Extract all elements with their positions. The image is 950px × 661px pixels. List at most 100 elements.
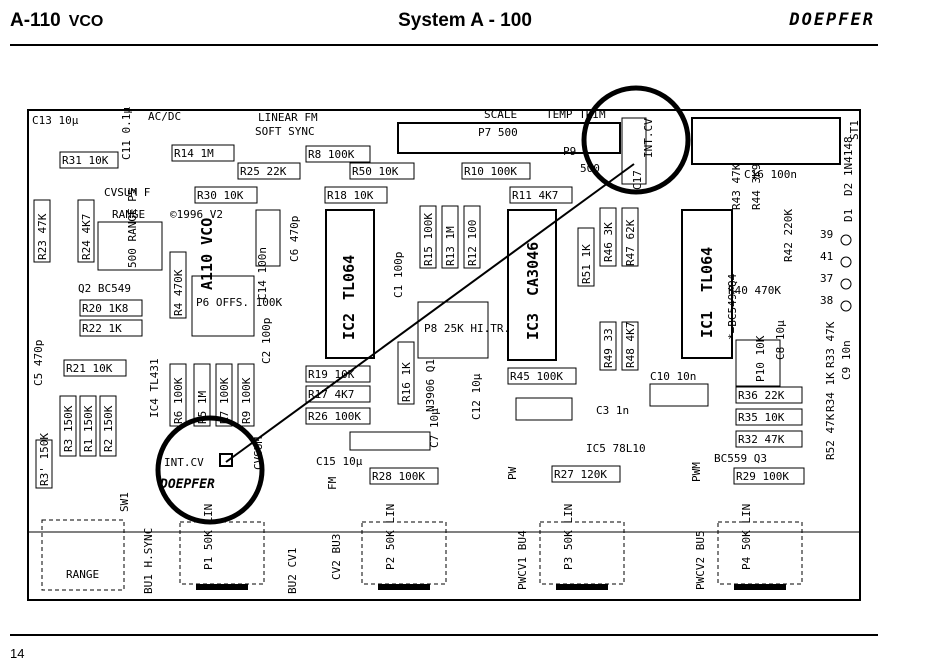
system-title: System A - 100 [398,10,532,31]
resistor-r30: R30 10K [197,189,244,202]
resistor-r49: R49 33 [602,328,615,368]
resistor-r8: R8 100K [308,148,355,161]
ic1-label: IC1 [698,311,716,338]
bottom-pots: P1 50K LIN P2 50K LIN P3 50K LIN P4 50K … [179,504,803,590]
capacitor-c1: C1 100p [392,252,405,298]
capacitor-c15: C15 10µ [316,455,363,468]
module-type: VCO [68,13,104,30]
module-name: A-110 [10,10,61,31]
resistor-r7: R7 100K [218,377,231,424]
resistor-r12: R12 100 [466,220,479,266]
ic1-part: TL064 [698,247,716,292]
pot-p8 [417,301,489,359]
resistor-r19: R19 10K [308,368,355,381]
range-switch-label: RANGE [66,568,99,581]
label-p8: P8 25K HI.TR. [424,322,510,335]
resistor-r5: R5 1M [196,391,209,424]
ic2-body [325,209,375,359]
pot-p3: P3 50K LIN [562,504,575,570]
resistor-r21: R21 10K [66,362,113,375]
resistor-r33: R33 47K [824,321,837,368]
label-pw: PW [506,466,519,480]
resistor-r27: R27 120K [554,468,607,481]
capacitor-c10: C10 10n [650,370,696,383]
resistor-r52: R52 47K [824,413,837,460]
footer-rule [10,634,878,636]
brand-logo: DOEPFER [789,10,875,30]
jack-bu3: CV2 BU3 [330,534,343,580]
label-copyright: ©1996 V2 [170,208,223,221]
resistor-r48: R48 4K7 [624,322,637,368]
callout-circle-bottom [155,415,265,525]
capacitor-c5: C5 470p [32,340,45,386]
pad-41: 41 [820,250,833,263]
capacitor-group: C11 0.1µ C6 470p C14 100n C2 100p C1 100… [32,107,853,468]
jack-bu5: PWCV2 BU5 [694,530,707,590]
capacitor-c12: C12 10µ [470,373,483,420]
resistor-r15: R15 100K [422,213,435,266]
label-cvsum-f: CVSUM F [104,186,150,199]
resistor-group: R31 10K R14 1M R8 100K R25 22K R50 10K R… [33,144,837,489]
connector-st1 [691,117,841,165]
pot-p6 [191,275,255,337]
ic3-part: CA3046 [524,242,542,296]
ic1-body [681,209,733,359]
label-sw1: SW1 [118,492,131,512]
pad-39: 39 [820,228,833,241]
resistor-r13: R13 1M [444,226,457,266]
resistor-r20: R20 1K8 [82,302,128,315]
capacitor-c3: C3 1n [596,404,629,417]
ic3-label: IC3 [524,313,542,340]
label-p6: P6 OFFS. 100K [196,296,282,309]
ic2-part: TL064 [340,255,358,300]
pot-p1: P1 50K LIN [202,504,215,570]
label-linear-fm: LINEAR FM [258,111,318,124]
resistor-r44: R44 3K9 [750,164,763,210]
label-st1: ST1 [848,120,861,140]
label-soft-sync: SOFT SYNC [255,125,315,138]
label-c17: C17 [631,170,644,190]
pot-p5 [97,221,163,271]
label-range: RANGE [112,208,145,221]
range-switch [41,519,125,591]
module-title: A-110 VCO [10,10,103,32]
callout-brand: DOEPFER [159,477,215,492]
resistor-r47: R47 62K [624,219,637,266]
callout-int-cv: INT.CV [164,456,204,469]
label-p9: P9 [563,145,576,158]
label-a110-vco: A110 VCO [198,218,216,290]
resistor-r3: R3 150K [62,405,75,452]
resistor-r10: R10 100K [464,165,517,178]
resistor-r28: R28 100K [372,470,425,483]
resistor-r36: R36 22K [738,389,785,402]
ic2-label: IC2 [340,313,358,340]
resistor-r14: R14 1M [174,147,214,160]
label-scale: SCALE [484,108,517,121]
label-c13: C13 10µ [32,114,79,127]
callout-line [225,163,635,463]
pot-p10 [735,339,781,387]
label-d2: D2 1N4148 [842,136,855,196]
resistor-r9: R9 100K [240,377,253,424]
ic4-label: IC4 TL431 [148,358,161,418]
resistor-r6: R6 100K [172,377,185,424]
label-q3: BC559 Q3 [714,452,767,465]
resistor-r22: R22 1K [82,322,122,335]
resistor-r11: R11 4K7 [512,189,558,202]
resistor-r25: R25 22K [240,165,287,178]
header-rule [10,44,878,46]
board-outline [27,109,861,601]
resistor-r32: R32 47K [738,433,785,446]
label-temp-trim: TEMP TRIM [546,108,606,121]
capacitor-c2: C2 100p [260,318,273,364]
resistor-r3b: R3' 150K [38,433,51,486]
label-d1: D1 [842,209,855,222]
capacitor-c6: C6 470p [288,216,301,262]
resistor-r46: R46 3K [602,222,615,262]
label-int-cv: INT.CV [642,118,655,158]
resistor-r51: R51 1K [580,244,593,284]
resistor-r2: R2 150K [102,405,115,452]
resistor-r45: R45 100K [510,370,563,383]
label-fm: FM [326,476,339,490]
